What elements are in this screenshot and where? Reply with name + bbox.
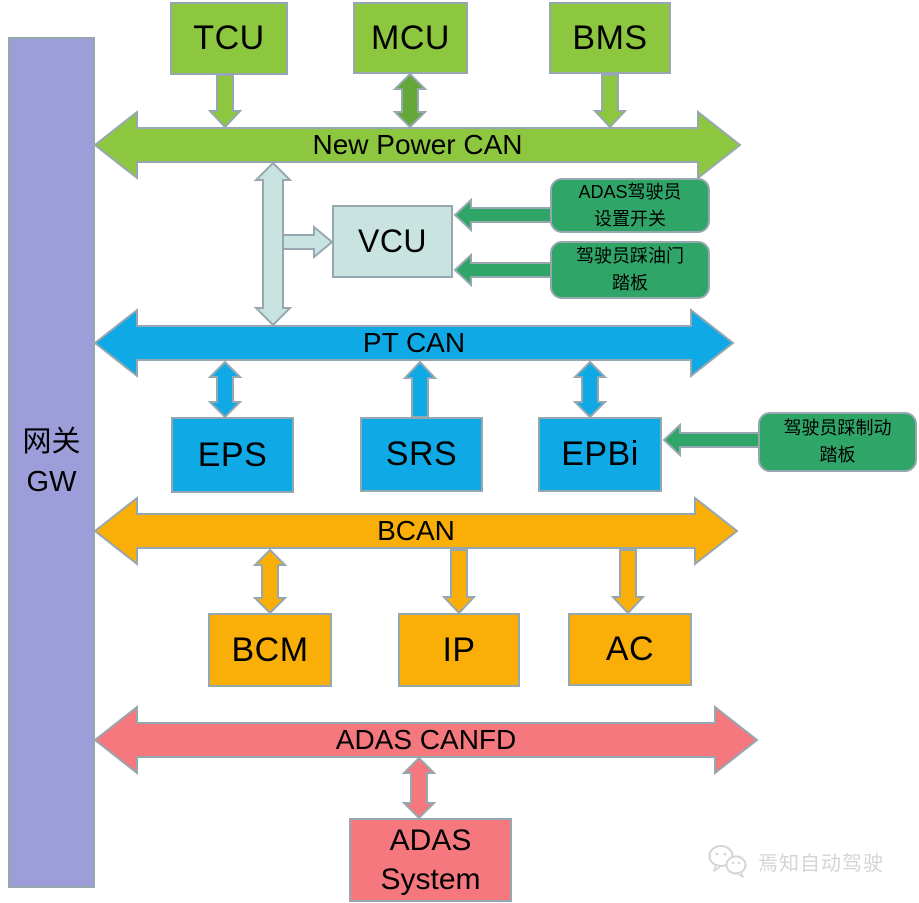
bms-label: BMS (572, 18, 648, 57)
adas-driver-switch-line2: 设置开关 (594, 208, 666, 229)
adas-system-box: ADAS System (349, 818, 512, 902)
adas-switch-to-vcu-arrow (453, 197, 552, 233)
mcu-box: MCU (353, 2, 468, 74)
srs-box: SRS (360, 417, 483, 492)
accelerator-to-vcu-arrow (453, 252, 552, 288)
tcu-to-bus-arrow (207, 74, 243, 129)
brake-pedal-box: 驾驶员踩制动 踏板 (758, 412, 917, 472)
accelerator-pedal-box: 驾驶员踩油门 踏板 (550, 241, 710, 299)
srs-to-bus-arrow (402, 360, 438, 418)
gateway-box: 网关 GW (8, 37, 95, 888)
accelerator-pedal-line2: 踏板 (612, 273, 648, 293)
adas-system-bus-double-arrow (401, 756, 437, 820)
adas-driver-switch-box: ADAS驾驶员 设置开关 (550, 178, 710, 233)
new-power-can-bus-arrow (93, 109, 742, 181)
accelerator-pedal-line1: 驾驶员踩油门 (576, 246, 684, 266)
eps-label: EPS (197, 435, 268, 474)
tcu-box: TCU (170, 2, 288, 75)
ip-label: IP (442, 630, 476, 669)
ip-from-bus-arrow (441, 549, 477, 615)
epbi-box: EPBi (538, 417, 662, 492)
tcu-label: TCU (193, 19, 265, 57)
bms-box: BMS (549, 2, 671, 74)
bcm-box: BCM (208, 613, 332, 687)
epbi-bus-double-arrow (572, 360, 608, 419)
watermark-text: 焉知自动驾驶 (758, 852, 884, 875)
vcu-bus-link-arrow (253, 161, 293, 327)
ac-from-bus-arrow (610, 549, 646, 615)
wechat-icon (708, 845, 747, 878)
brake-to-epbi-arrow (662, 422, 760, 458)
eps-bus-double-arrow (207, 360, 243, 419)
gateway-label-cn: 网关 (22, 426, 81, 459)
adas-canfd-bus-arrow (93, 704, 759, 776)
adas-system-line1: ADAS (389, 824, 472, 857)
epbi-label: EPBi (561, 435, 639, 473)
vcu-box: VCU (332, 205, 453, 278)
gateway-label-en: GW (26, 465, 77, 498)
adas-driver-switch-line1: ADAS驾驶员 (578, 181, 682, 202)
bcm-bus-double-arrow (252, 548, 288, 615)
brake-pedal-line2: 踏板 (819, 445, 856, 465)
adas-system-line2: System (380, 863, 481, 896)
pt-can-bus-arrow (93, 307, 735, 379)
brake-pedal-line1: 驾驶员踩制动 (783, 418, 892, 438)
srs-label: SRS (385, 435, 458, 473)
bcan-bus-arrow (93, 495, 739, 567)
mcu-label: MCU (371, 18, 450, 57)
ac-box: AC (568, 613, 692, 686)
watermark: 焉知自动驾驶 (706, 838, 916, 884)
ip-box: IP (398, 613, 520, 687)
vcu-branch-arrow (282, 224, 334, 260)
bcm-label: BCM (231, 630, 309, 669)
bms-to-bus-arrow (592, 74, 628, 129)
eps-box: EPS (171, 417, 294, 493)
vcu-label: VCU (357, 223, 428, 259)
mcu-bus-double-arrow (392, 72, 428, 129)
ac-label: AC (605, 630, 655, 668)
